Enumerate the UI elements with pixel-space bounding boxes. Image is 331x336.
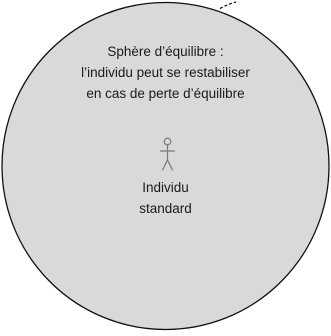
individual-caption-line-2: standard [139,201,192,216]
individual-caption: Individu standard [0,177,331,219]
sphere-caption-line-1: Sphère d’équilibre : [107,44,224,59]
sphere-caption: Sphère d’équilibre : l’individu peut se … [0,41,331,104]
dashed-top-arc [219,1,237,10]
individual-caption-line-1: Individu [142,180,189,195]
sphere-caption-line-2: l’individu peut se restabiliser [81,65,250,80]
sphere-caption-line-3: en cas de perte d’équilibre [86,86,245,101]
equilibrium-sphere [1,1,330,331]
stick-figure-icon [159,137,176,171]
